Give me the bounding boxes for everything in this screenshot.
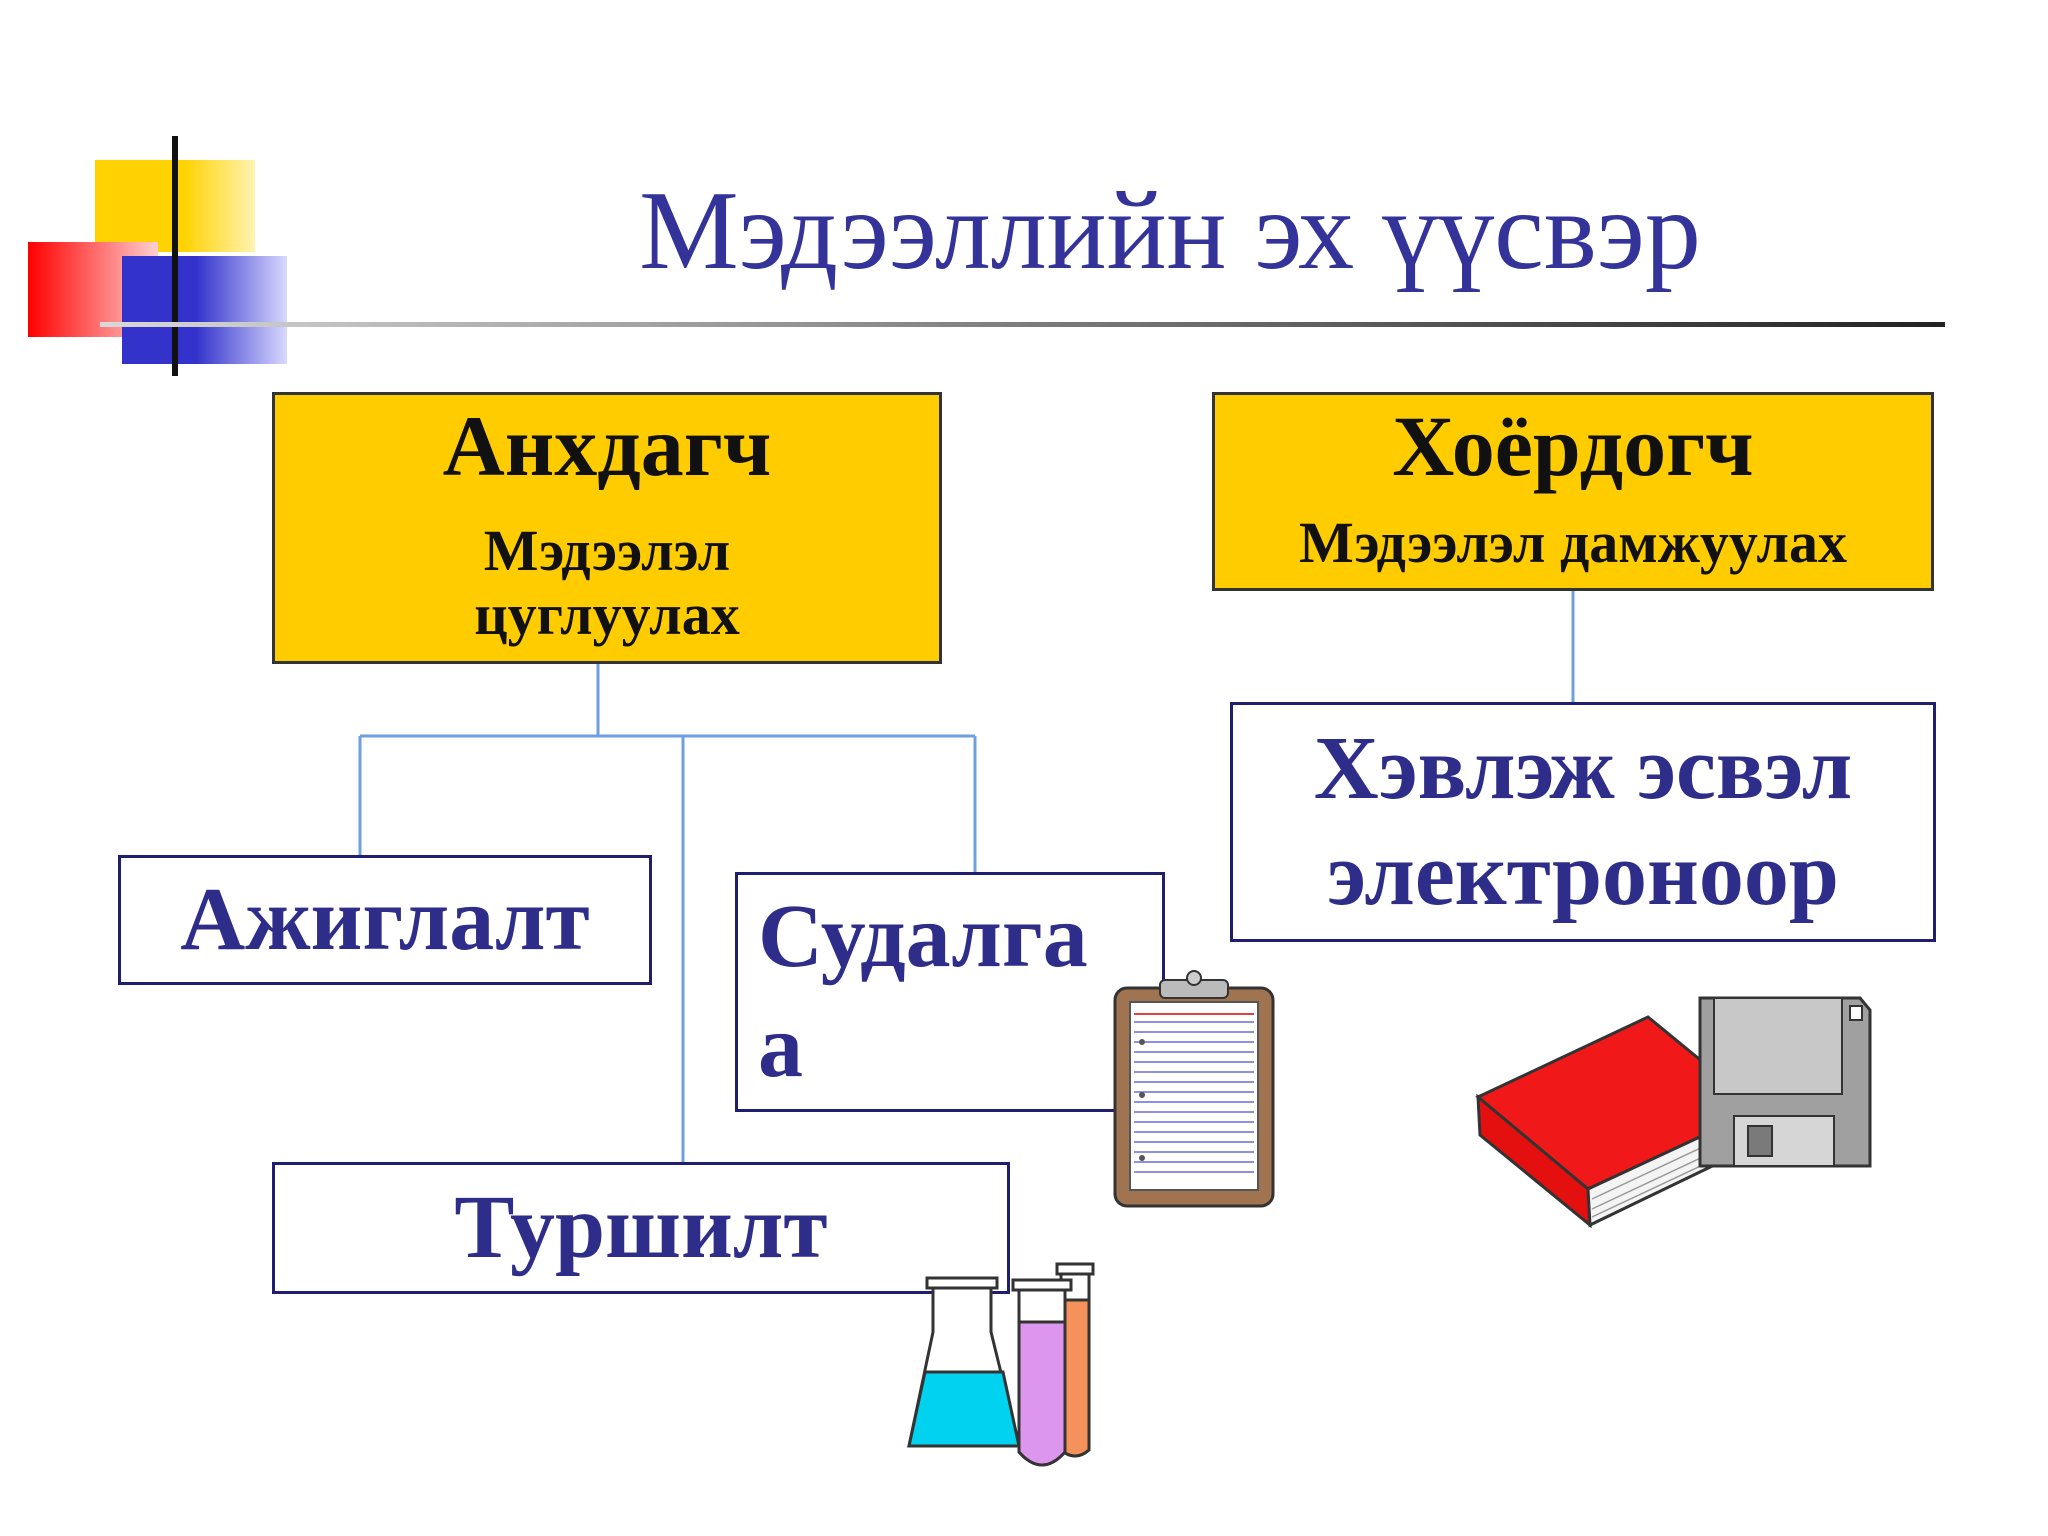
observation-box: Ажиглалт [118,855,652,985]
research-label: Судалгаа [758,887,1088,1096]
media-box: Хэвлэж эсвэл электроноор [1230,702,1936,942]
clipboard-icon [1113,970,1275,1208]
slide-title: Мэдээллийн эх үүсвэр [639,169,1701,293]
lab-flasks-icon [907,1262,1095,1467]
primary-heading: Анхдагч [442,398,772,494]
secondary-source-box: Хоёрдогч Мэдээлэл дамжуулах [1212,392,1934,591]
secondary-subtitle: Мэдээлэл дамжуулах [1299,510,1847,576]
observation-label: Ажиглалт [180,870,590,969]
research-box: Судалгаа [735,872,1165,1112]
floppy-disk-icon [1698,996,1872,1168]
secondary-heading: Хоёрдогч [1392,398,1754,494]
experiment-label: Туршилт [454,1178,828,1277]
primary-subtitle: Мэдээлэл цуглуулах [474,518,740,648]
primary-source-box: Анхдагч Мэдээлэл цуглуулах [272,392,942,664]
media-label: Хэвлэж эсвэл электроноор [1313,718,1853,924]
experiment-box: Туршилт [272,1162,1010,1294]
